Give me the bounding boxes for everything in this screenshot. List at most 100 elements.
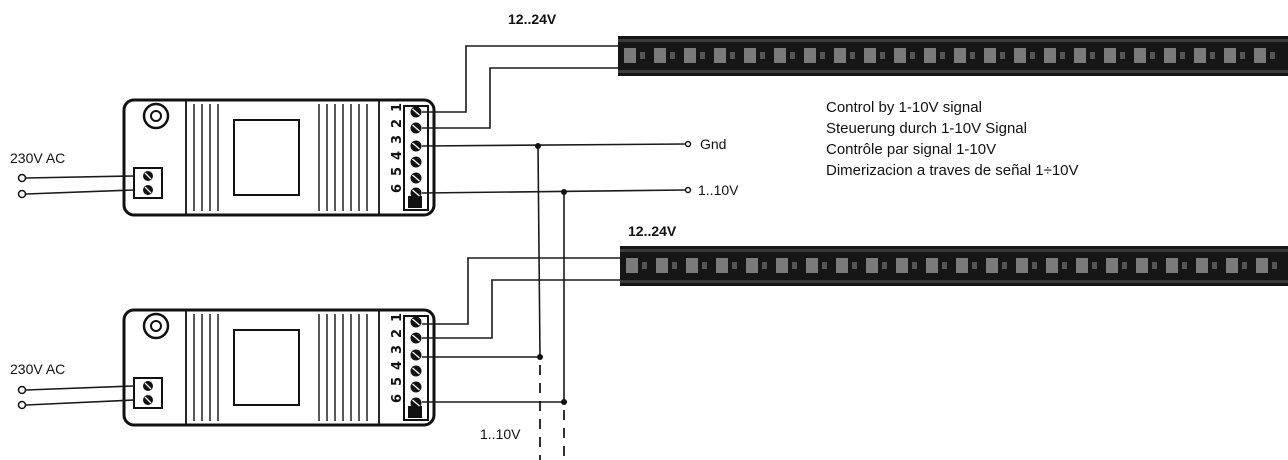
svg-text:4: 4	[390, 361, 405, 370]
led-chip	[954, 48, 966, 63]
led-chip	[1044, 48, 1056, 63]
resistor-chip	[1122, 262, 1127, 269]
resistor-chip	[642, 262, 647, 269]
led-chip	[684, 48, 696, 63]
control-label-top: 1..10V	[698, 182, 739, 198]
gnd-label: Gnd	[700, 136, 726, 152]
led-chip	[1016, 258, 1028, 273]
mains-label-bottom: 230V AC	[10, 361, 65, 377]
resistor-chip	[762, 262, 767, 269]
description-es: Dimerizacion a traves de señal 1÷10V	[826, 162, 1079, 179]
led-chip	[774, 48, 786, 63]
svg-text:1: 1	[390, 313, 405, 322]
led-chip	[744, 48, 756, 63]
led-chip	[656, 258, 668, 273]
svg-text:3: 3	[390, 135, 405, 144]
led-chip	[714, 48, 726, 63]
resistor-chip	[1152, 262, 1157, 269]
svg-text:3: 3	[390, 345, 405, 354]
terminal-numbers-bottom: 6 5 4 3 2 1	[390, 313, 405, 403]
led-chip	[1104, 48, 1116, 63]
svg-text:5: 5	[390, 377, 405, 386]
driver-bottom	[122, 308, 436, 427]
resistor-chip	[730, 52, 735, 59]
resistor-chip	[792, 262, 797, 269]
wires	[17, 45, 692, 460]
resistor-chip	[1182, 262, 1187, 269]
led-chip	[1164, 48, 1176, 63]
resistor-chip	[1030, 52, 1035, 59]
resistor-chip	[1062, 262, 1067, 269]
resistor-chip	[882, 262, 887, 269]
resistor-chip	[760, 52, 765, 59]
led-chip	[1074, 48, 1086, 63]
resistor-chip	[1000, 52, 1005, 59]
resistor-chip	[1210, 52, 1215, 59]
resistor-chip	[1180, 52, 1185, 59]
resistor-chip	[1002, 262, 1007, 269]
svg-text:1: 1	[390, 103, 405, 112]
resistor-chip	[970, 52, 975, 59]
resistor-chip	[1270, 52, 1275, 59]
resistor-chip	[852, 262, 857, 269]
led-chip	[626, 258, 638, 273]
led-chip	[1136, 258, 1148, 273]
led-chip	[836, 258, 848, 273]
resistor-chip	[1060, 52, 1065, 59]
resistor-chip	[850, 52, 855, 59]
led-chip	[866, 258, 878, 273]
led-chip	[716, 258, 728, 273]
led-chip	[1106, 258, 1118, 273]
resistor-chip	[1212, 262, 1217, 269]
resistor-chip	[702, 262, 707, 269]
led-chip	[1224, 48, 1236, 63]
resistor-chip	[820, 52, 825, 59]
led-chip	[746, 258, 758, 273]
resistor-chip	[1032, 262, 1037, 269]
led-chip	[896, 258, 908, 273]
resistor-chip	[672, 262, 677, 269]
led-chip	[1196, 258, 1208, 273]
resistor-chip	[670, 52, 675, 59]
led-chip	[986, 258, 998, 273]
led-chip	[1194, 48, 1206, 63]
resistor-chip	[822, 262, 827, 269]
led-chip	[804, 48, 816, 63]
terminal-numbers-top: 6 5 4 3 2 1	[390, 103, 405, 193]
led-chip	[834, 48, 846, 63]
resistor-chip	[1150, 52, 1155, 59]
resistor-chip	[640, 52, 645, 59]
led-strip-bottom	[620, 246, 1288, 286]
voltage-label-bottom: 12..24V	[628, 223, 677, 239]
led-chip	[1046, 258, 1058, 273]
driver-top	[122, 98, 436, 217]
resistor-chip	[940, 52, 945, 59]
led-chip	[686, 258, 698, 273]
led-chip	[776, 258, 788, 273]
resistor-chip	[880, 52, 885, 59]
mains-label-top: 230V AC	[10, 150, 65, 166]
resistor-chip	[1120, 52, 1125, 59]
led-chip	[1076, 258, 1088, 273]
description-en: Control by 1-10V signal	[826, 99, 982, 116]
svg-text:6: 6	[390, 394, 405, 403]
led-chip	[864, 48, 876, 63]
resistor-chip	[1092, 262, 1097, 269]
resistor-chip	[942, 262, 947, 269]
led-chip	[1166, 258, 1178, 273]
description-block: Control by 1-10V signal Steuerung durch …	[826, 99, 1079, 179]
resistor-chip	[910, 52, 915, 59]
led-chip	[806, 258, 818, 273]
resistor-chip	[912, 262, 917, 269]
description-de: Steuerung durch 1-10V Signal	[826, 120, 1027, 137]
svg-text:5: 5	[390, 167, 405, 176]
svg-text:4: 4	[390, 151, 405, 160]
led-chip	[894, 48, 906, 63]
svg-text:2: 2	[390, 329, 405, 338]
resistor-chip	[1242, 262, 1247, 269]
led-chip	[984, 48, 996, 63]
resistor-chip	[972, 262, 977, 269]
resistor-chip	[732, 262, 737, 269]
resistor-chip	[790, 52, 795, 59]
led-chip	[1256, 258, 1268, 273]
